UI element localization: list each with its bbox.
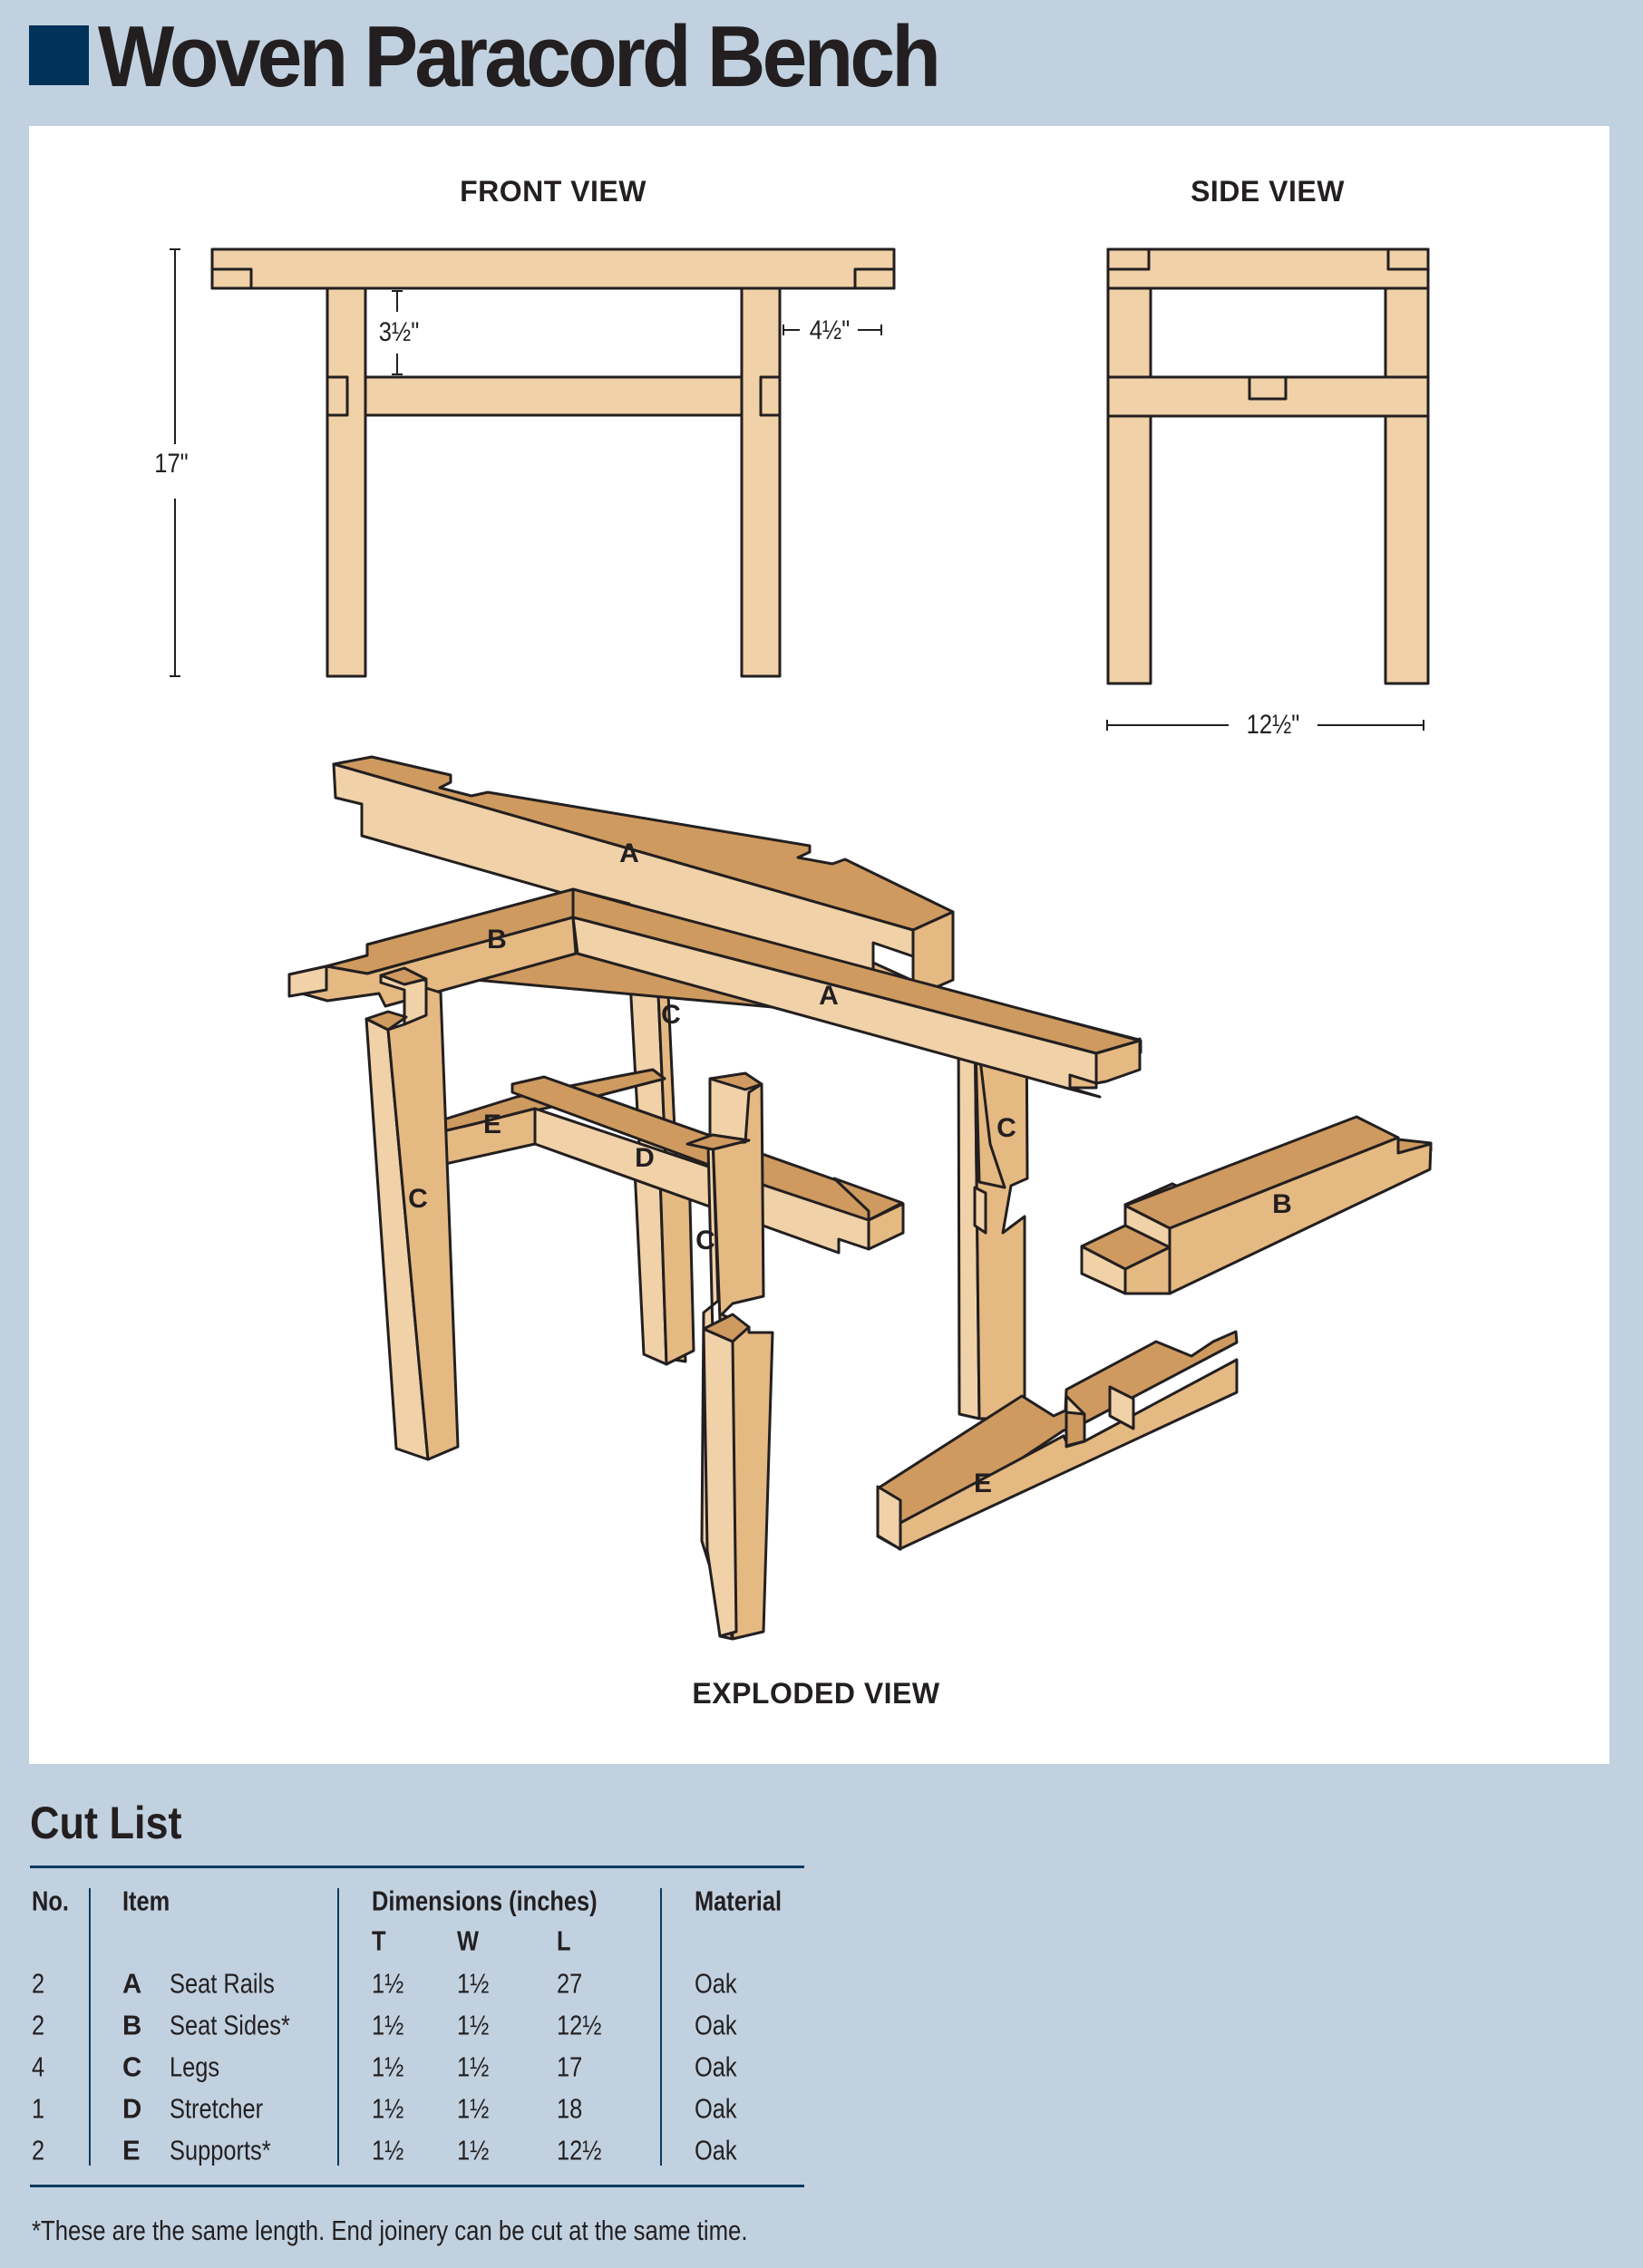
row-t: 1½ <box>372 1967 404 2000</box>
row-l: 12½ <box>557 2134 602 2166</box>
part-label-a-frame: A <box>819 981 839 1011</box>
exploded-part-labels: A A B B C C C C D E E <box>408 838 1292 1498</box>
row-material: Oak <box>695 2050 737 2083</box>
row-w: 1½ <box>457 2050 490 2083</box>
row-no: 2 <box>32 2009 45 2041</box>
row-letter: C <box>122 2050 142 2083</box>
side-stretcher-notch <box>1248 375 1288 401</box>
row-material: Oak <box>695 2092 737 2125</box>
row-material: Oak <box>695 1967 737 2000</box>
front-seat-rail <box>210 247 896 290</box>
row-t: 1½ <box>372 2092 404 2125</box>
row-w: 1½ <box>457 1967 490 2000</box>
column-separator <box>89 1888 91 2166</box>
side-notch-left <box>1106 247 1151 271</box>
column-separator <box>337 1888 339 2166</box>
row-l: 27 <box>557 1967 583 2000</box>
part-label-c-back-right: C <box>996 1113 1016 1143</box>
side-leg-right <box>1384 286 1430 685</box>
row-letter: E <box>122 2134 141 2166</box>
row-letter: A <box>122 1967 142 2000</box>
part-label-e-frame: E <box>483 1110 501 1139</box>
column-separator <box>660 1888 662 2166</box>
row-w: 1½ <box>457 2009 490 2041</box>
stretcher-gap-dimension: 3½" <box>378 317 420 347</box>
front-mortise-right <box>759 375 782 417</box>
exploded-support-bottom <box>876 1330 1239 1551</box>
front-view-label: FRONT VIEW <box>460 175 647 208</box>
side-seat-rail <box>1106 247 1430 290</box>
part-label-b-frame: B <box>487 925 507 955</box>
row-t: 1½ <box>372 2009 404 2041</box>
header-w: W <box>457 1924 479 1957</box>
row-t: 1½ <box>372 2134 404 2166</box>
header-dimensions: Dimensions (inches) <box>372 1885 598 1917</box>
row-name: Seat Sides* <box>170 2009 290 2041</box>
part-label-e-loose: E <box>974 1468 992 1498</box>
part-label-d: D <box>635 1143 655 1173</box>
front-leg-left <box>326 286 367 678</box>
overhang-dimension: 4½" <box>809 315 851 345</box>
exploded-view-label: EXPLODED VIEW <box>692 1677 940 1710</box>
header-l: L <box>557 1924 571 1957</box>
page-title: Woven Paracord Bench <box>98 8 941 105</box>
part-label-c-front-center: C <box>695 1226 715 1255</box>
row-letter: B <box>122 2009 142 2041</box>
side-view-dimensions <box>1106 720 1424 731</box>
part-label-c-back: C <box>661 1000 681 1030</box>
title-accent-square <box>29 25 89 85</box>
side-width-dimension: 12½" <box>1246 710 1300 740</box>
row-l: 12½ <box>557 2009 602 2041</box>
row-name: Supports* <box>170 2134 271 2166</box>
part-label-b-loose: B <box>1272 1189 1292 1219</box>
header-item: Item <box>122 1885 170 1917</box>
row-name: Stretcher <box>170 2092 264 2125</box>
row-material: Oak <box>695 2134 737 2166</box>
header-no: No. <box>32 1885 69 1917</box>
row-w: 1½ <box>457 2134 490 2166</box>
side-view-drawing <box>1106 247 1430 685</box>
exploded-leg-back-right <box>957 1004 1029 1420</box>
part-label-c-front-left: C <box>408 1184 428 1214</box>
row-name: Legs <box>170 2050 220 2083</box>
cut-list-bottom-rule <box>30 2185 804 2187</box>
front-view-dimensions <box>170 248 882 677</box>
exploded-view-drawing <box>287 755 1433 1641</box>
front-view-drawing <box>210 247 896 678</box>
front-notch-right <box>853 267 896 290</box>
row-no: 2 <box>32 1967 45 2000</box>
row-w: 1½ <box>457 2092 490 2125</box>
side-leg-left <box>1106 286 1152 685</box>
side-notch-right <box>1386 247 1430 271</box>
cut-list-title: Cut List <box>30 1798 182 1848</box>
row-t: 1½ <box>372 2050 404 2083</box>
front-notch-left <box>210 267 253 290</box>
exploded-leg-front-left <box>365 966 460 1461</box>
row-name: Seat Rails <box>170 1967 275 2000</box>
header-t: T <box>372 1924 386 1957</box>
side-view-label: SIDE VIEW <box>1191 175 1345 208</box>
header-material: Material <box>695 1885 783 1917</box>
height-dimension: 17" <box>154 449 189 479</box>
row-material: Oak <box>695 2009 737 2041</box>
front-mortise-left <box>326 375 349 417</box>
row-l: 18 <box>557 2092 583 2125</box>
front-stretcher <box>364 375 744 417</box>
row-no: 1 <box>32 2092 45 2125</box>
row-no: 2 <box>32 2134 45 2166</box>
front-leg-right <box>740 286 782 678</box>
exploded-frame-top <box>287 887 1142 1099</box>
part-label-a-top: A <box>619 838 639 868</box>
row-letter: D <box>122 2092 142 2125</box>
row-no: 4 <box>32 2050 45 2083</box>
exploded-leg-front-center <box>685 1071 774 1641</box>
exploded-seat-side-right <box>1080 1115 1433 1295</box>
cut-list-footnote: *These are the same length. End joinery … <box>32 2215 748 2246</box>
row-l: 17 <box>557 2050 583 2083</box>
cut-list-top-rule <box>30 1866 804 1868</box>
